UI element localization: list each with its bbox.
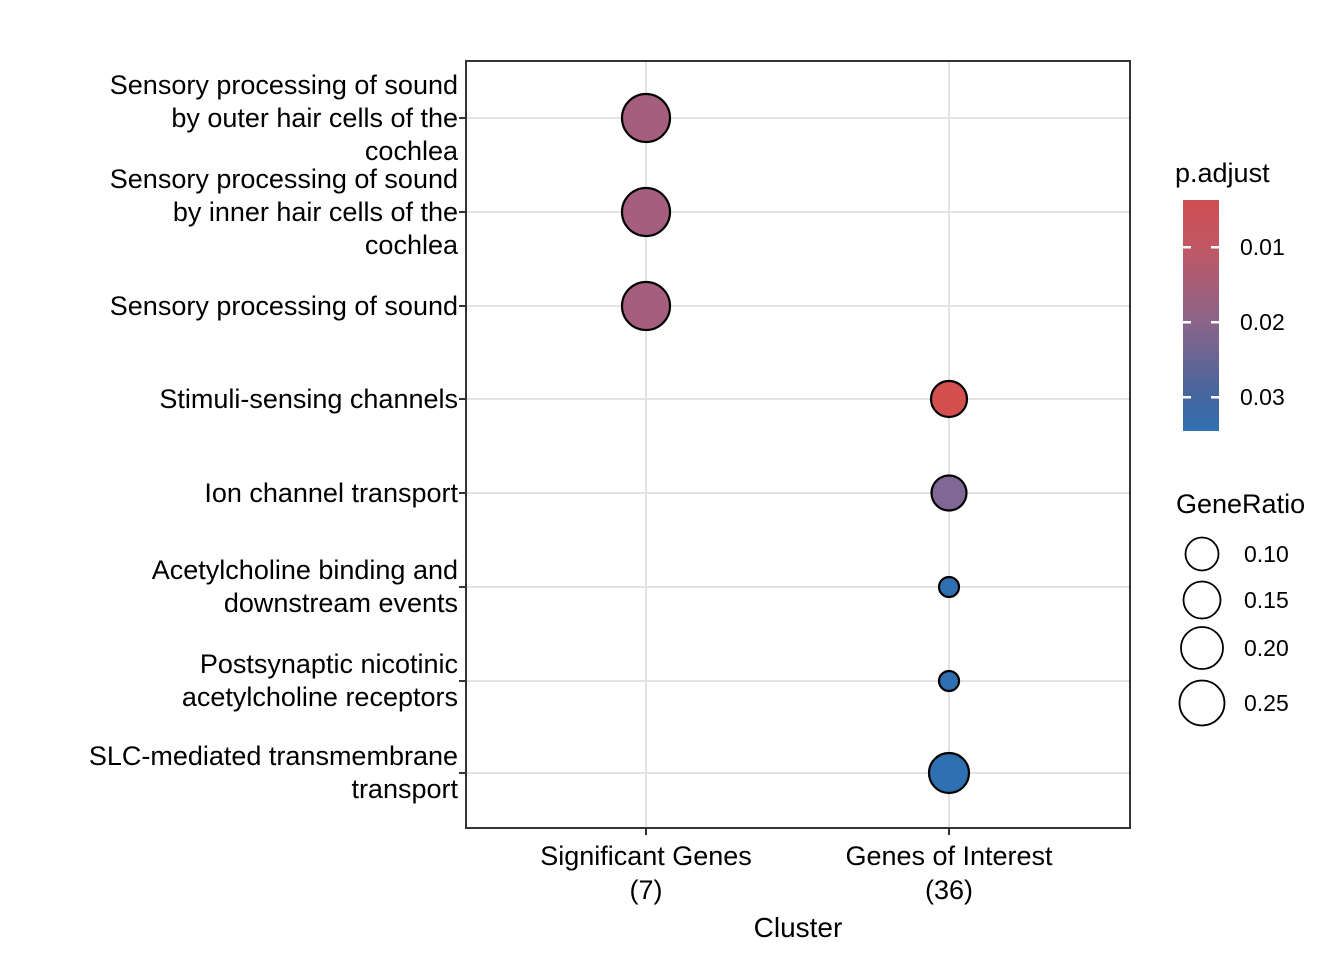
generatio-legend-label-0: 0.10: [1244, 541, 1289, 567]
padjust-tick-label-0: 0.01: [1240, 234, 1285, 261]
y-axis-label-line: by inner hair cells of the: [172, 196, 458, 227]
generatio-legend-label-3: 0.25: [1244, 690, 1289, 716]
panel-border: [465, 60, 1131, 829]
y-axis-label-line: SLC-mediated transmembrane: [88, 741, 458, 771]
y-axis-label-line: Sensory processing of sound: [109, 69, 458, 100]
generatio-legend-circle-3: [1178, 679, 1226, 727]
data-point-4: [930, 474, 968, 512]
data-point-3: [929, 379, 969, 419]
data-point-0: [620, 92, 672, 144]
padjust-tick-label-1: 0.02: [1240, 309, 1285, 336]
y-axis-label-line: Stimuli-sensing channels: [159, 383, 458, 414]
x-axis-label-line: (7): [629, 875, 663, 905]
x-axis-label-line: (36): [924, 875, 973, 905]
x-axis-label-line: Genes of Interest: [845, 841, 1053, 871]
y-axis-label-line: Ion channel transport: [204, 477, 458, 508]
data-point-6: [937, 669, 961, 693]
legend-generatio-title: GeneRatio: [1176, 489, 1306, 519]
y-axis-label-line: downstream events: [223, 588, 458, 618]
data-point-7: [927, 751, 971, 795]
y-axis-label-line: Sensory processing of sound: [109, 163, 458, 194]
generatio-legend-circle-1: [1182, 580, 1222, 620]
generatio-legend-circle-0: [1184, 536, 1220, 572]
y-axis-label-line: cochlea: [364, 229, 458, 260]
x-axis-label-1: Genes of Interest (36): [789, 839, 1109, 907]
generatio-legend-label-1: 0.15: [1244, 587, 1289, 613]
data-point-1: [620, 186, 672, 238]
data-point-5: [937, 575, 961, 599]
legend-padjust-title: p.adjust: [1175, 158, 1270, 188]
generatio-legend-circle-2: [1180, 626, 1224, 670]
y-axis-label-2: Sensory processing of sound: [10, 290, 458, 323]
x-axis-label-0: Significant Genes (7): [486, 839, 806, 907]
y-axis-label-line: Sensory processing of sound: [109, 290, 458, 321]
y-axis-label-line: transport: [351, 774, 458, 804]
data-point-2: [620, 280, 672, 332]
y-axis-label-3: Stimuli-sensing channels: [10, 383, 458, 416]
y-axis-label-line: cochlea: [364, 135, 458, 166]
padjust-colorbar: [1183, 200, 1219, 431]
x-axis-label-line: Significant Genes: [540, 841, 752, 871]
y-axis-label-line: by outer hair cells of the: [171, 102, 458, 133]
x-axis-title: Cluster: [753, 912, 843, 943]
y-axis-label-line: acetylcholine receptors: [181, 682, 458, 712]
padjust-tick-label-2: 0.03: [1240, 384, 1285, 411]
y-axis-label-4: Ion channel transport: [10, 477, 458, 510]
y-axis-label-line: Postsynaptic nicotinic: [199, 649, 458, 679]
generatio-legend-label-2: 0.20: [1244, 635, 1289, 661]
y-axis-label-line: Acetylcholine binding and: [151, 555, 458, 585]
